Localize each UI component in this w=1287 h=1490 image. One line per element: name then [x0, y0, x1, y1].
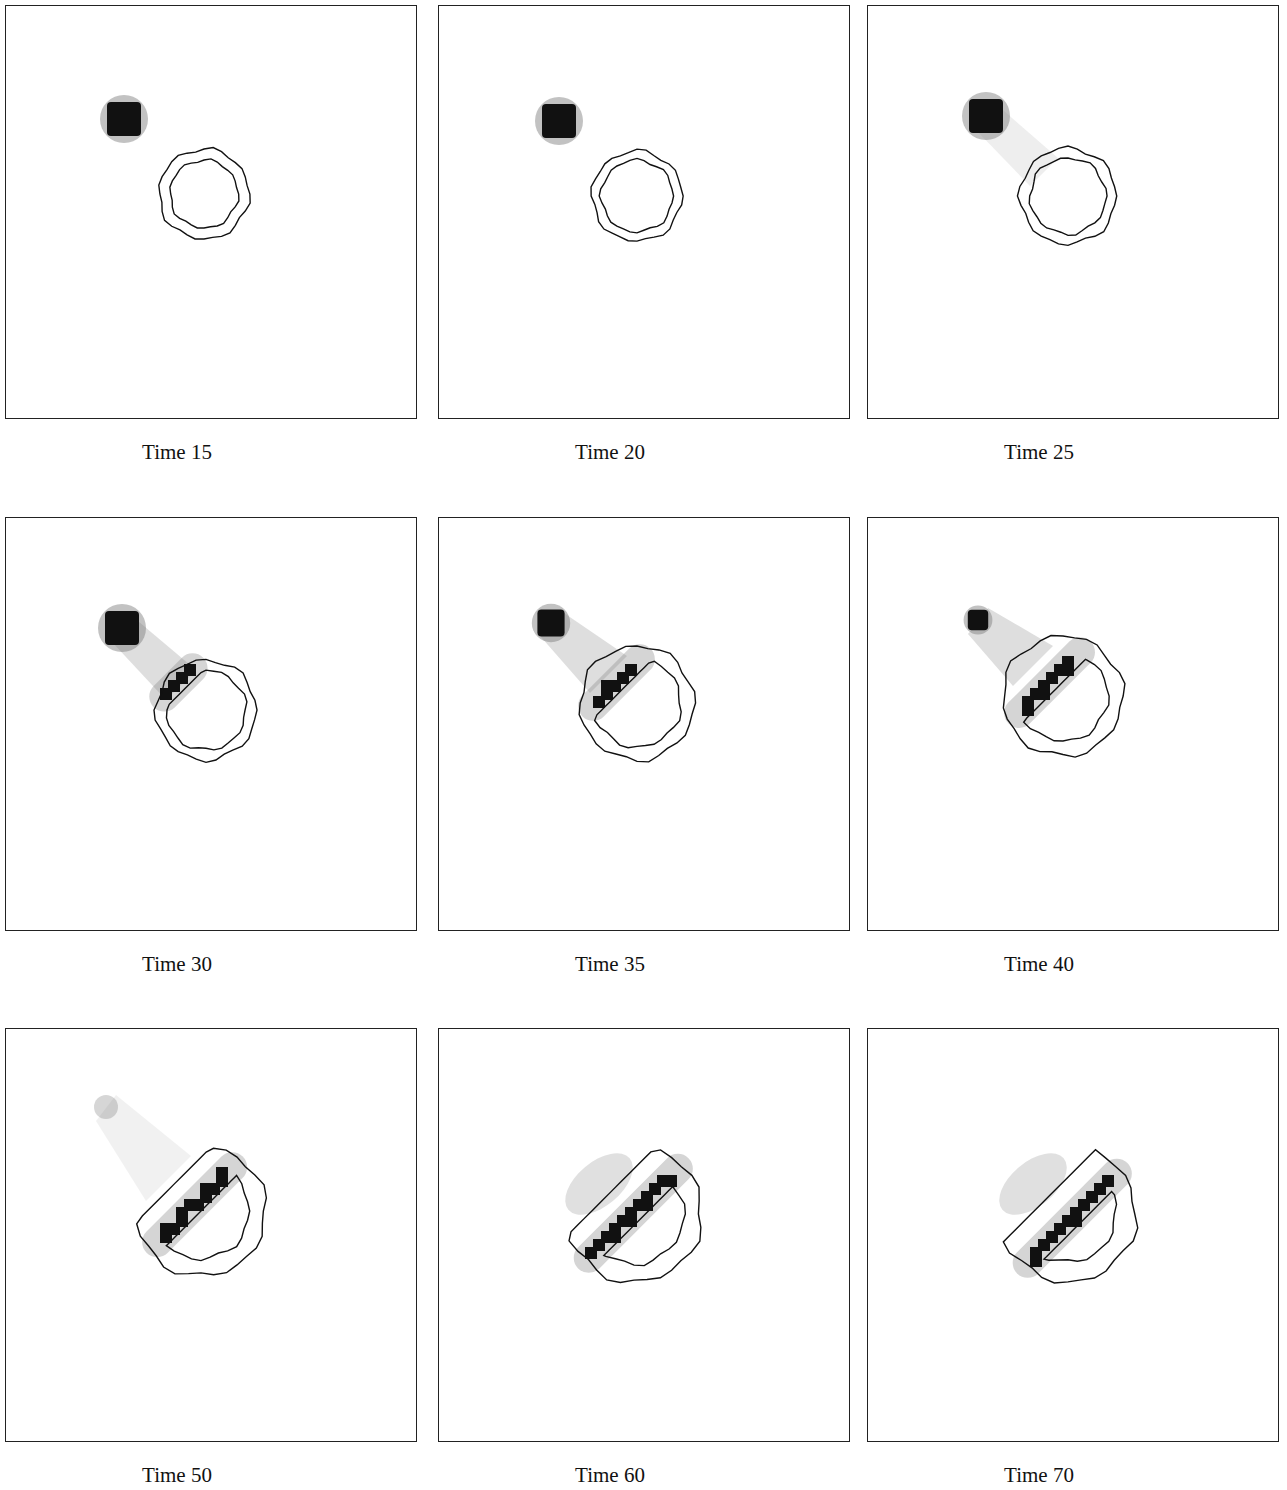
- source-blob: [105, 611, 139, 645]
- source-blob: [968, 610, 988, 630]
- outer-contour: [579, 646, 695, 762]
- simulation-panel: Time 40: [867, 517, 1279, 931]
- reaction-front: [585, 1169, 678, 1259]
- reaction-front: [593, 659, 640, 708]
- source-blob: [969, 99, 1003, 133]
- simulation-panel: Time 60: [438, 1028, 850, 1442]
- source-blob: [542, 104, 576, 138]
- simulation-plot: [868, 1029, 1277, 1440]
- time-caption: Time 30: [77, 952, 277, 977]
- source-halo: [964, 606, 993, 635]
- time-caption: Time 20: [510, 440, 710, 465]
- simulation-panel: Time 20: [438, 5, 850, 419]
- simulation-panel: Time 15: [5, 5, 417, 419]
- simulation-panel: Time 25: [867, 5, 1279, 419]
- simulation-panel: Time 30: [5, 517, 417, 931]
- simulation-plot: [439, 6, 848, 417]
- outer-contour: [154, 659, 257, 762]
- source-blob: [537, 609, 564, 636]
- simulation-panel: Time 70: [867, 1028, 1279, 1442]
- time-caption: Time 50: [77, 1463, 277, 1488]
- simulation-plot: [868, 6, 1277, 417]
- simulation-panel: Time 50: [5, 1028, 417, 1442]
- time-caption: Time 70: [939, 1463, 1139, 1488]
- simulation-plot: [439, 518, 848, 929]
- inner-contour: [166, 670, 246, 750]
- inner-contour: [599, 158, 673, 232]
- simulation-plot: [6, 518, 415, 929]
- reaction-front: [157, 1167, 232, 1243]
- time-caption: Time 40: [939, 952, 1139, 977]
- inner-contour: [604, 1183, 686, 1265]
- source-halo: [535, 97, 583, 145]
- outer-contour: [159, 148, 250, 239]
- time-caption: Time 60: [510, 1463, 710, 1488]
- source-halo: [962, 92, 1010, 140]
- inner-contour: [595, 661, 682, 747]
- time-caption: Time 35: [510, 952, 710, 977]
- simulation-plot: [439, 1029, 848, 1440]
- source-halo: [100, 95, 148, 143]
- outer-contour: [591, 149, 683, 241]
- inner-contour: [170, 159, 239, 228]
- time-caption: Time 15: [77, 440, 277, 465]
- inner-contour: [1044, 1191, 1117, 1261]
- inner-contour: [166, 1175, 249, 1260]
- source-halo: [98, 604, 146, 652]
- source-halo: [532, 604, 570, 642]
- time-caption: Time 25: [939, 440, 1139, 465]
- inner-contour: [1024, 659, 1109, 741]
- outer-contour: [1017, 146, 1116, 245]
- simulation-plot: [6, 6, 415, 417]
- source-blob: [107, 102, 141, 136]
- outer-contour: [1003, 1150, 1137, 1283]
- reaction-front: [1019, 652, 1080, 716]
- simulation-plot: [868, 518, 1277, 929]
- inner-contour: [1029, 158, 1107, 235]
- outer-contour: [137, 1148, 267, 1274]
- outer-contour: [1003, 636, 1125, 758]
- outer-contour: [569, 1150, 701, 1283]
- simulation-plot: [6, 1029, 415, 1440]
- diffusion-halo: [554, 1141, 644, 1226]
- source-halo: [94, 1095, 118, 1119]
- simulation-panel: Time 35: [438, 517, 850, 931]
- reaction-front: [1028, 1174, 1117, 1267]
